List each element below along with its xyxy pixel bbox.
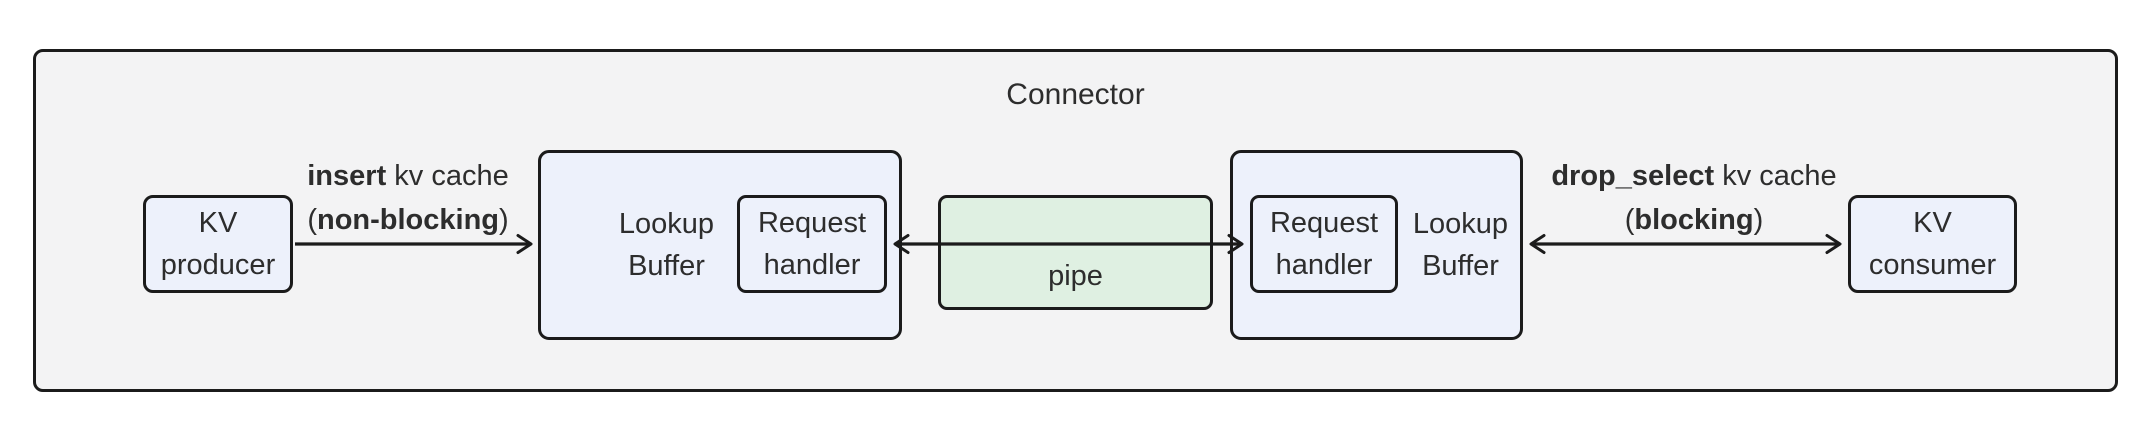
request-handler-right-node: Request handler — [1250, 195, 1398, 293]
kv-consumer-label-line1: KV — [1913, 207, 1952, 239]
insert-edge-label-line2: (non-blocking) — [307, 204, 509, 236]
insert-edge-label-line1: insert kv cache — [307, 160, 509, 192]
kv-producer-label-line2: producer — [160, 249, 276, 281]
insert-edge-label: insert kv cache (non-blocking) — [228, 154, 588, 242]
request-handler-left-node: Request handler — [737, 195, 887, 293]
drop-select-edge-label-line2: (blocking) — [1624, 204, 1764, 236]
drop-select-edge-label: drop_select kv cache (blocking) — [1494, 154, 1894, 242]
lookup-buffer-left-node: Lookup Buffer Request handler — [538, 150, 902, 340]
pipe-label: pipe — [1048, 260, 1103, 292]
kv-consumer-node: KV consumer — [1848, 195, 2017, 293]
drop-select-edge-label-line1: drop_select kv cache — [1551, 160, 1837, 192]
kv-consumer-label-line2: consumer — [1868, 249, 1997, 281]
kv-producer-node: KV producer — [143, 195, 293, 293]
connector-title: Connector — [1006, 78, 1145, 111]
kv-producer-label-line1: KV — [198, 207, 238, 239]
lookup-buffer-right-node: Request handler Lookup Buffer — [1230, 150, 1523, 340]
lookup-buffer-left-label: Lookup Buffer — [618, 208, 715, 282]
pipe-node: pipe — [938, 195, 1213, 310]
lookup-buffer-right-label: Lookup Buffer — [1412, 208, 1509, 282]
